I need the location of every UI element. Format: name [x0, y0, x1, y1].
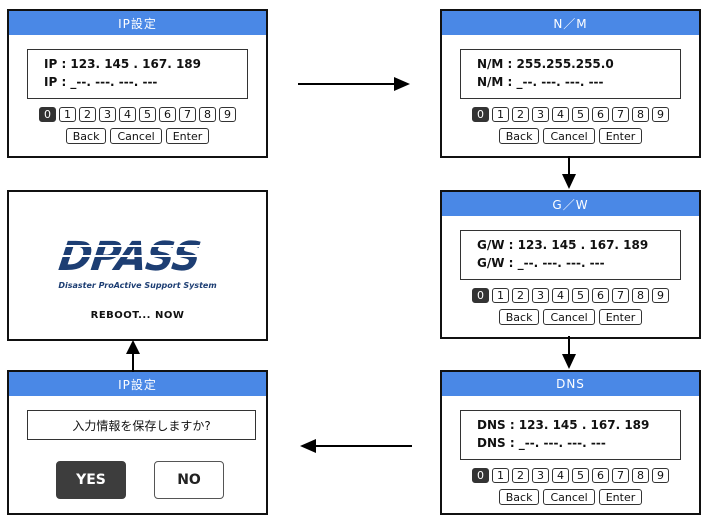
digit-button-1[interactable]: 1	[59, 107, 76, 122]
digit-button-1[interactable]: 1	[492, 288, 509, 303]
digit-keypad: 0 1 2 3 4 5 6 7 8 9	[442, 107, 699, 122]
panel-title: G／W	[442, 192, 699, 216]
digit-button-7[interactable]: 7	[612, 107, 629, 122]
dns-current-value: DNS : 123. 145 . 167. 189	[477, 418, 650, 432]
enter-button[interactable]: Enter	[598, 489, 643, 505]
digit-button-3[interactable]: 3	[532, 468, 549, 483]
panel-title: DNS	[442, 372, 699, 396]
digit-button-7[interactable]: 7	[612, 288, 629, 303]
enter-button[interactable]: Enter	[165, 128, 210, 144]
digit-button-3[interactable]: 3	[532, 107, 549, 122]
arrow-down-icon	[562, 336, 576, 369]
netmask-panel: N／M N/M : 255.255.255.0 N/M : _--. ---. …	[440, 9, 701, 158]
digit-keypad: 0 1 2 3 4 5 6 7 8 9	[9, 107, 266, 122]
digit-button-5[interactable]: 5	[139, 107, 156, 122]
digit-button-4[interactable]: 4	[119, 107, 136, 122]
netmask-entry-value: N/M : _--. ---. ---. ---	[477, 75, 604, 89]
digit-button-3[interactable]: 3	[99, 107, 116, 122]
digit-button-0[interactable]: 0	[39, 107, 56, 122]
digit-button-8[interactable]: 8	[632, 288, 649, 303]
digit-button-9[interactable]: 9	[652, 107, 669, 122]
digit-button-1[interactable]: 1	[492, 468, 509, 483]
digit-button-8[interactable]: 8	[632, 107, 649, 122]
netmask-current-value: N/M : 255.255.255.0	[477, 57, 614, 71]
yes-button[interactable]: YES	[56, 461, 126, 499]
digit-button-0[interactable]: 0	[472, 107, 489, 122]
digit-button-4[interactable]: 4	[552, 288, 569, 303]
netmask-input-field[interactable]: N/M : 255.255.255.0 N/M : _--. ---. ---.…	[460, 49, 681, 99]
action-buttons: Back Cancel Enter	[442, 489, 699, 505]
gateway-current-value: G/W : 123. 145 . 167. 189	[477, 238, 649, 252]
digit-button-0[interactable]: 0	[472, 468, 489, 483]
digit-button-9[interactable]: 9	[219, 107, 236, 122]
arrow-left-icon	[300, 439, 412, 453]
panel-title: IP設定	[9, 11, 266, 35]
gateway-entry-value: G/W : _--. ---. ---. ---	[477, 256, 605, 270]
action-buttons: Back Cancel Enter	[442, 309, 699, 325]
panel-title: N／M	[442, 11, 699, 35]
digit-button-0[interactable]: 0	[472, 288, 489, 303]
ip-input-field[interactable]: IP : 123. 145 . 167. 189 IP : _--. ---. …	[27, 49, 248, 99]
dns-entry-value: DNS : _--. ---. ---. ---	[477, 436, 606, 450]
digit-button-2[interactable]: 2	[512, 288, 529, 303]
digit-keypad: 0 1 2 3 4 5 6 7 8 9	[442, 468, 699, 483]
arrow-up-icon	[126, 340, 140, 372]
digit-button-6[interactable]: 6	[159, 107, 176, 122]
digit-button-5[interactable]: 5	[572, 107, 589, 122]
digit-button-6[interactable]: 6	[592, 288, 609, 303]
arrow-right-icon	[298, 77, 410, 91]
no-button[interactable]: NO	[154, 461, 224, 499]
digit-button-2[interactable]: 2	[512, 107, 529, 122]
dns-input-field[interactable]: DNS : 123. 145 . 167. 189 DNS : _--. ---…	[460, 410, 681, 460]
digit-button-9[interactable]: 9	[652, 288, 669, 303]
reboot-panel: DPASS Disaster ProActive Support System …	[7, 190, 268, 341]
dns-panel: DNS DNS : 123. 145 . 167. 189 DNS : _--.…	[440, 370, 701, 515]
ip-current-value: IP : 123. 145 . 167. 189	[44, 57, 201, 71]
save-confirm-panel: IP設定 入力情報を保存しますか? YES NO	[7, 370, 268, 515]
logo-tagline: Disaster ProActive Support System	[58, 281, 217, 290]
cancel-button[interactable]: Cancel	[543, 309, 595, 325]
arrow-down-icon	[562, 156, 576, 189]
back-button[interactable]: Back	[498, 309, 540, 325]
reboot-status: REBOOT... NOW	[90, 310, 185, 321]
digit-button-7[interactable]: 7	[612, 468, 629, 483]
digit-button-4[interactable]: 4	[552, 468, 569, 483]
digit-button-3[interactable]: 3	[532, 288, 549, 303]
digit-button-8[interactable]: 8	[199, 107, 216, 122]
enter-button[interactable]: Enter	[598, 128, 643, 144]
action-buttons: Back Cancel Enter	[9, 128, 266, 144]
digit-button-9[interactable]: 9	[652, 468, 669, 483]
digit-button-5[interactable]: 5	[572, 468, 589, 483]
save-confirm-question: 入力情報を保存しますか?	[27, 410, 256, 440]
enter-button[interactable]: Enter	[598, 309, 643, 325]
digit-button-2[interactable]: 2	[79, 107, 96, 122]
cancel-button[interactable]: Cancel	[110, 128, 162, 144]
cancel-button[interactable]: Cancel	[543, 128, 595, 144]
back-button[interactable]: Back	[65, 128, 107, 144]
cancel-button[interactable]: Cancel	[543, 489, 595, 505]
back-button[interactable]: Back	[498, 128, 540, 144]
gateway-input-field[interactable]: G/W : 123. 145 . 167. 189 G/W : _--. ---…	[460, 230, 681, 280]
dpass-logo: DPASS	[37, 233, 237, 278]
digit-button-1[interactable]: 1	[492, 107, 509, 122]
panel-title: IP設定	[9, 372, 266, 396]
back-button[interactable]: Back	[498, 489, 540, 505]
ip-entry-value: IP : _--. ---. ---. ---	[44, 75, 158, 89]
digit-button-5[interactable]: 5	[572, 288, 589, 303]
ip-settings-panel: IP設定 IP : 123. 145 . 167. 189 IP : _--. …	[7, 9, 268, 158]
digit-button-4[interactable]: 4	[552, 107, 569, 122]
action-buttons: Back Cancel Enter	[442, 128, 699, 144]
digit-keypad: 0 1 2 3 4 5 6 7 8 9	[442, 288, 699, 303]
gateway-panel: G／W G/W : 123. 145 . 167. 189 G/W : _--.…	[440, 190, 701, 339]
digit-button-7[interactable]: 7	[179, 107, 196, 122]
digit-button-8[interactable]: 8	[632, 468, 649, 483]
digit-button-6[interactable]: 6	[592, 468, 609, 483]
digit-button-2[interactable]: 2	[512, 468, 529, 483]
digit-button-6[interactable]: 6	[592, 107, 609, 122]
